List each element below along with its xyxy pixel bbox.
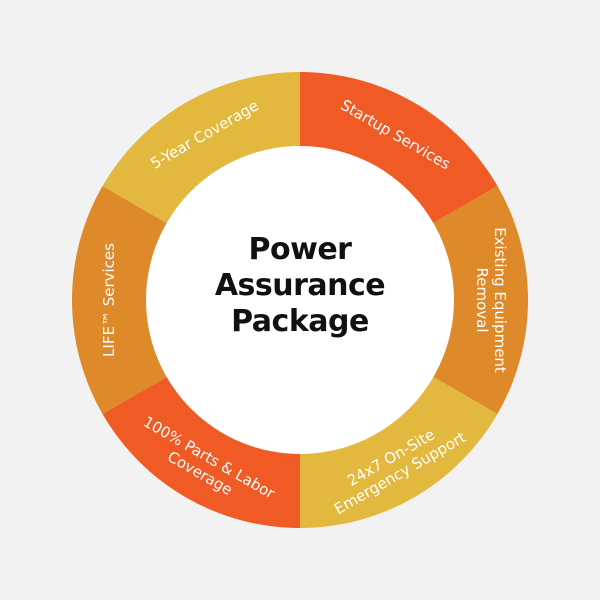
title-line: Power <box>248 232 352 267</box>
segment-label: Existing EquipmentRemoval <box>473 227 509 373</box>
center-title: Power Assurance Package <box>175 232 425 340</box>
segment-3 <box>102 375 301 528</box>
title-line: Package <box>231 304 369 339</box>
segment-label: LIFE™ Services <box>100 243 118 357</box>
segment-label-line: Removal <box>473 267 491 332</box>
segment-4 <box>72 186 171 414</box>
segment-2 <box>300 375 498 528</box>
segment-5 <box>102 72 301 225</box>
title-line: Assurance <box>214 268 386 303</box>
segment-0 <box>300 72 498 225</box>
segment-1 <box>429 186 528 414</box>
segment-label-line: Existing Equipment <box>491 227 509 373</box>
center-circle <box>146 146 454 454</box>
segment-label-line: LIFE™ Services <box>100 243 118 357</box>
